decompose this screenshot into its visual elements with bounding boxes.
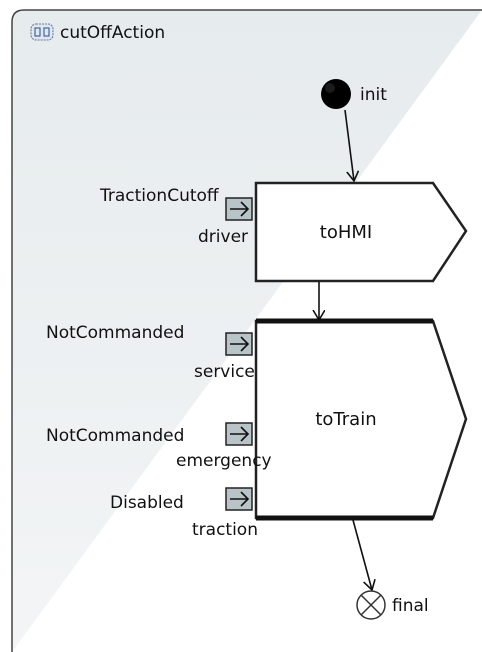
input-arrow-icon	[230, 201, 250, 217]
flow-final-node[interactable]	[356, 590, 386, 620]
activity-frame[interactable]	[11, 9, 482, 652]
pin-driver-name: driver	[198, 227, 248, 247]
pin-traction[interactable]	[225, 487, 253, 511]
control-flow-init-to-hmi[interactable]	[344, 109, 354, 181]
pin-traction-name: traction	[192, 520, 258, 540]
pin-emergency[interactable]	[225, 422, 253, 446]
input-arrow-icon	[230, 336, 250, 352]
pin-traction-value: Disabled	[110, 493, 184, 513]
action-tohmi-label: toHMI	[320, 222, 372, 243]
pin-emergency-name: emergency	[176, 451, 272, 471]
action-totrain[interactable]	[254, 318, 468, 521]
initial-node[interactable]	[321, 79, 351, 109]
activity-frame-icon	[30, 23, 54, 41]
pin-emergency-value: NotCommanded	[46, 426, 184, 446]
control-flow-train-to-final[interactable]	[352, 519, 372, 590]
pin-service[interactable]	[225, 332, 253, 356]
input-arrow-icon	[230, 426, 250, 442]
action-tohmi[interactable]	[254, 181, 468, 283]
input-arrow-icon	[230, 491, 250, 507]
pin-service-name: service	[194, 362, 255, 382]
pin-driver-value: TractionCutoff	[99, 186, 220, 206]
pin-service-value: NotCommanded	[46, 323, 184, 343]
final-node-label: final	[392, 596, 429, 616]
initial-node-label: init	[360, 85, 387, 105]
action-totrain-label: toTrain	[315, 409, 376, 430]
diagram-title: cutOffAction	[60, 23, 165, 43]
pin-driver[interactable]	[225, 197, 253, 221]
